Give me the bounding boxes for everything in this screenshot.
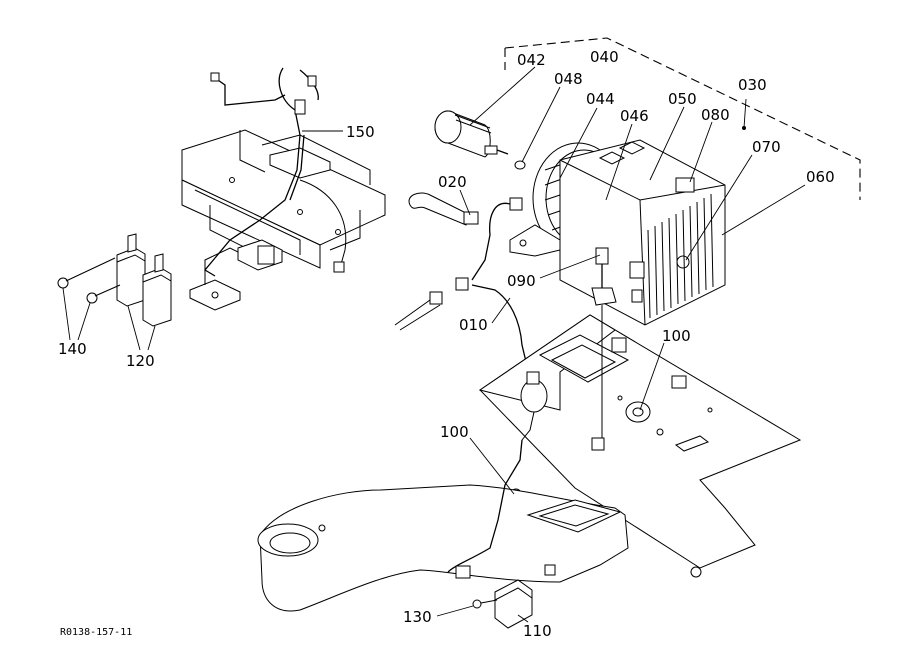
callout-140: 140 xyxy=(58,340,87,358)
wire-harness-010 xyxy=(394,197,529,371)
callout-042: 042 xyxy=(517,51,546,69)
mounting-frame xyxy=(181,129,386,311)
screw-140 xyxy=(57,257,121,304)
callout-150: 150 xyxy=(346,123,375,141)
drawing-code: R0138-157-11 xyxy=(60,627,132,638)
callout-100-lower: 100 xyxy=(440,423,469,441)
callout-070: 070 xyxy=(752,138,781,156)
blower-motor-042 xyxy=(434,110,509,158)
callout-020: 020 xyxy=(438,173,467,191)
callout-046: 046 xyxy=(620,107,649,125)
callout-040: 040 xyxy=(590,48,619,66)
relay-bracket xyxy=(237,239,283,271)
callout-080: 080 xyxy=(701,106,730,124)
callout-100-upper: 100 xyxy=(662,327,691,345)
leader-lines xyxy=(62,66,806,623)
plate-connector xyxy=(520,371,548,441)
hose-020 xyxy=(408,192,479,226)
washer-048 xyxy=(514,160,526,170)
callout-090: 090 xyxy=(507,272,536,290)
relay-120 xyxy=(116,233,172,327)
screw-130 xyxy=(472,599,498,609)
callout-120: 120 xyxy=(126,352,155,370)
callout-010: 010 xyxy=(459,316,488,334)
callout-060: 060 xyxy=(806,168,835,186)
duct-wire xyxy=(447,439,523,579)
switch-110 xyxy=(494,579,533,629)
base-plate xyxy=(478,305,802,578)
callout-110: 110 xyxy=(523,622,552,640)
callout-labels: 042 048 040 044 046 050 080 030 070 060 … xyxy=(58,48,835,640)
callout-044: 044 xyxy=(586,90,615,108)
heater-fins xyxy=(647,193,714,319)
callout-130: 130 xyxy=(403,608,432,626)
sensor-090 xyxy=(591,247,617,306)
callout-030: 030 xyxy=(738,76,767,94)
wire-harness-150 xyxy=(204,67,347,277)
assembly-boundary-040 xyxy=(504,37,861,200)
callout-050: 050 xyxy=(668,90,697,108)
callout-048: 048 xyxy=(554,70,583,88)
air-duct xyxy=(257,484,629,612)
heater-core-box xyxy=(559,126,746,326)
